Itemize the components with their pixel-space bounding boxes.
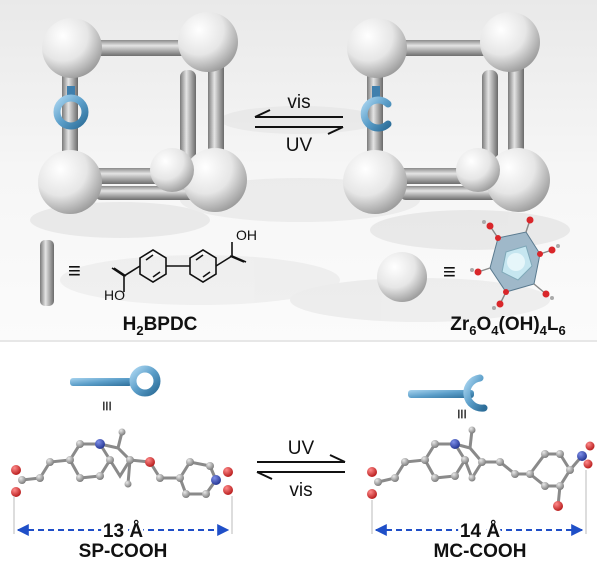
zr-cluster-sphere	[183, 148, 247, 212]
arrow-label-uv: UV	[288, 438, 315, 459]
sp-closed-switch-icon: ≡	[70, 365, 161, 412]
equiv-symbol-vertical: ≡	[452, 409, 472, 420]
formula-subscript: 4	[540, 323, 548, 338]
mc-open-switch-icon: ≡	[408, 374, 488, 420]
cluster-legend: ≡	[377, 216, 566, 338]
formula-subscript: 6	[469, 323, 476, 338]
zr-cluster-sphere	[456, 148, 500, 192]
merocyanine-open-ring-icon	[360, 86, 392, 132]
zr-cluster-sphere	[486, 148, 550, 212]
arrow-label-vis: vis	[287, 92, 310, 113]
formula-part: O	[476, 314, 491, 335]
rod	[395, 40, 505, 56]
bpdc-structure	[111, 242, 247, 292]
spiropyran-closed-ring-icon	[53, 86, 89, 130]
top-panel: vis UV ≡ O	[0, 0, 597, 342]
zr-cluster-sphere	[178, 12, 238, 72]
rod	[482, 70, 498, 170]
rod	[180, 70, 196, 170]
formula-part: Zr	[450, 314, 470, 335]
zr-cluster-sphere	[480, 12, 540, 72]
formula-subscript: 6	[559, 323, 566, 338]
arrow-label-uv: UV	[286, 135, 313, 156]
rod	[508, 60, 524, 170]
cluster-sphere-icon	[377, 252, 427, 302]
sp-distance-annotation: 13 Å SP-COOH	[13, 496, 233, 562]
zr-cluster-sphere	[38, 150, 102, 214]
mof-cube-open	[343, 12, 550, 214]
mc-cooh-molecule	[367, 426, 595, 511]
formula-subscript: 4	[491, 323, 499, 338]
linker-rod-icon	[40, 240, 54, 306]
ho-label: HO	[104, 287, 125, 303]
formula-part: (OH)	[499, 314, 540, 335]
rod	[90, 40, 200, 56]
mc-cooh-label: MC-COOH	[434, 541, 527, 562]
top-equilibrium-arrows: vis UV	[254, 92, 344, 156]
zr6-cluster-structure	[470, 216, 560, 310]
zr-cluster-sphere	[347, 18, 407, 78]
mof-cube-closed	[38, 12, 247, 214]
bottom-equilibrium-arrows: UV vis	[256, 438, 346, 501]
equiv-symbol: ≡	[443, 259, 456, 284]
arrow-label-vis: vis	[289, 480, 312, 501]
cluster-formula: Zr6O4(OH)4L6	[450, 314, 565, 338]
formula-part: L	[547, 314, 559, 335]
mc-distance-value: 14 Å	[460, 521, 500, 542]
zr-cluster-sphere	[150, 148, 194, 192]
linker-legend: ≡ OH HO H2BPDC	[40, 227, 257, 338]
sp-cooh-molecule	[11, 428, 233, 498]
linker-formula: H2BPDC	[123, 314, 198, 338]
mc-distance-annotation: 14 Å MC-COOH	[371, 470, 587, 562]
equiv-symbol-vertical: ≡	[97, 401, 117, 412]
rod	[208, 60, 224, 170]
equiv-symbol: ≡	[68, 258, 81, 283]
sp-distance-value: 13 Å	[103, 521, 143, 542]
zr-cluster-sphere	[343, 150, 407, 214]
sp-cooh-label: SP-COOH	[79, 541, 168, 562]
bottom-panel: ≡ ≡	[11, 365, 595, 562]
oh-label: OH	[236, 227, 257, 243]
zr-cluster-sphere	[42, 18, 102, 78]
